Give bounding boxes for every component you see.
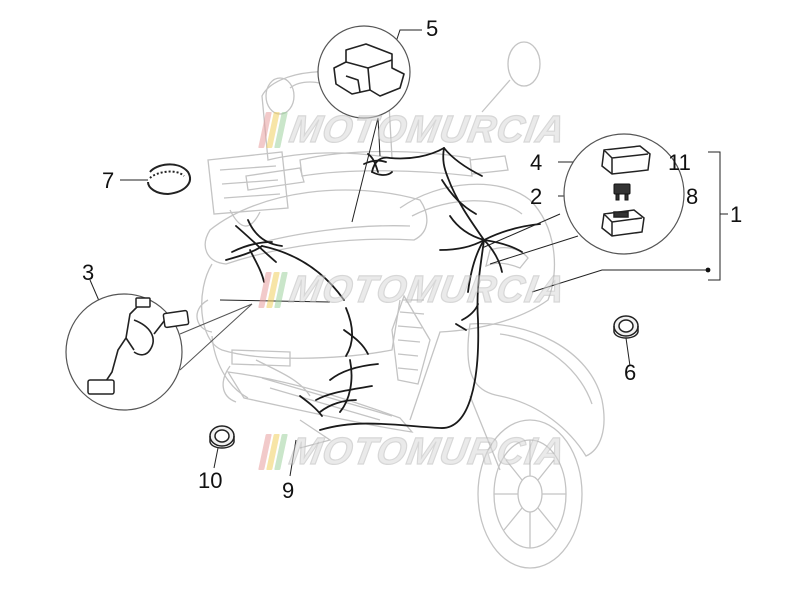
connector-harness-icon (103, 303, 169, 385)
leader-dot (705, 267, 711, 273)
grommet-icon-6 (613, 315, 639, 339)
callout-9: 9 (282, 478, 295, 503)
connector-plugs (87, 297, 190, 395)
fuse-cover-icon (601, 145, 651, 175)
relay-icon (333, 43, 405, 97)
fuse-holder-icon (601, 209, 645, 237)
detail-circle-fuses (563, 133, 685, 255)
callout-5: 5 (426, 16, 439, 41)
wiring-harness (225, 147, 541, 431)
callout-11: 11 (668, 150, 691, 175)
callout-1: 1 (730, 202, 743, 227)
detail-circle-connector (65, 293, 253, 411)
callout-8: 8 (686, 184, 699, 209)
scooter-outline (196, 41, 605, 569)
grommet-icon-10 (209, 425, 235, 449)
fuse-icon (613, 183, 631, 201)
callout-2: 2 (530, 184, 543, 209)
callout-10: 10 (198, 468, 223, 493)
clamp-ring-icon (147, 163, 191, 196)
callout-4: 4 (530, 150, 543, 175)
callout-6: 6 (624, 360, 637, 385)
callout-7: 7 (102, 168, 115, 193)
detail-circle-relay (317, 25, 411, 119)
callout-3: 3 (82, 260, 95, 285)
